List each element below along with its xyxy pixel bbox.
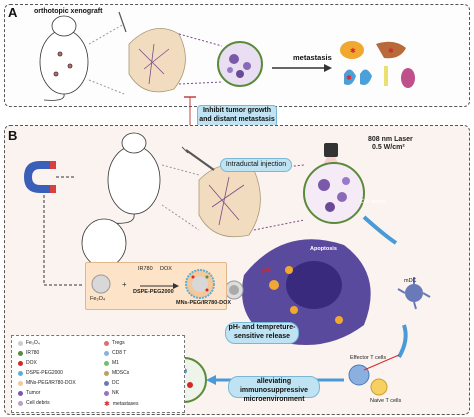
ir780-label: IR780: [138, 266, 153, 272]
nanoparticle-icon: [18, 380, 23, 386]
alleviating-label: alleviating immunosuppressive microenvir…: [228, 376, 320, 403]
product-label: MNs-PEG/IR780-DOX: [176, 300, 232, 306]
ir780-icon: [18, 350, 23, 356]
svg-text:✱: ✱: [350, 47, 356, 55]
tumor-icon: [217, 41, 263, 87]
ph-label: pH↓: [262, 268, 273, 274]
peg-icon: [18, 370, 23, 376]
legend-item: Tregs: [104, 340, 125, 346]
legend-item: M1: [104, 360, 119, 366]
legend-item: MDSCs: [104, 370, 129, 376]
cd8-t-icon: [104, 350, 109, 356]
fe3o4-core-icon: [91, 274, 111, 294]
organs-icon: ✱ ✱ ✱: [340, 41, 415, 88]
legend-item: IR780: [18, 350, 39, 356]
nanoparticle-icon: [224, 280, 244, 300]
magnet-icon: [24, 161, 56, 193]
legend-item: DSPE-PEG2000: [18, 370, 63, 376]
panel-a-letter: A: [8, 5, 18, 20]
apoptosis-label: Apoptosis: [310, 246, 337, 252]
injection-label: Intraductal injection: [220, 158, 292, 172]
peg-label: DSPE-PEG2000: [133, 289, 174, 295]
effector-label: Effector T cells: [350, 355, 387, 361]
legend-item: ✱metastases: [104, 401, 139, 408]
legend-item: Cell debris: [18, 400, 50, 406]
metastasis-label: metastasis: [293, 53, 332, 62]
t-cells-icon: [348, 354, 400, 396]
mouse-icon: [107, 132, 161, 224]
inhibit-label: Inhibit tumor growth and distant metasta…: [197, 105, 277, 127]
cancer-cell-icon: [242, 239, 371, 345]
tumor-icon: [303, 162, 365, 224]
mdc-icon: [397, 277, 431, 310]
cell-debris-icon: [18, 400, 23, 406]
legend-item: Tumor: [18, 390, 40, 396]
tissue-icon: [128, 27, 186, 93]
synthesis-illustration: +: [91, 269, 215, 299]
svg-text:+: +: [122, 280, 127, 289]
svg-text:✱: ✱: [346, 74, 352, 82]
svg-text:✱: ✱: [388, 47, 394, 55]
legend-item: MNs-PEG/IR780-DOX: [18, 380, 76, 386]
legend: Fe₃O₄ IR780 DOX DSPE-PEG2000 MNs-PEG/IR7…: [11, 335, 185, 413]
mdc-label: mDC: [404, 278, 417, 284]
laser-label: 808 nm Laser: [368, 136, 413, 143]
laser-power: 0.5 W/cm²: [372, 144, 405, 151]
m1-icon: [104, 360, 109, 366]
naive-label: Naive T cells: [370, 398, 402, 404]
panel-b-letter: B: [8, 128, 18, 143]
nk-icon: [104, 390, 109, 396]
model-label: orthotopic xenograft: [34, 8, 103, 15]
mouse-lower-icon: [81, 218, 127, 268]
mouse-icon: [39, 15, 89, 101]
legend-item: Fe₃O₄: [18, 340, 40, 346]
legend-item: NK: [104, 390, 119, 396]
mdscs-icon: [104, 370, 109, 376]
dc-icon: [104, 380, 109, 386]
legend-item: DC: [104, 380, 119, 386]
tumor-icon: [18, 390, 23, 396]
tregs-icon: [104, 340, 109, 346]
tissue-icon: [198, 164, 261, 238]
release-label: pH- and tempreture-sensitive release: [225, 322, 299, 344]
dox-icon: [18, 360, 23, 366]
metastases-icon: ✱: [104, 401, 110, 408]
fe3o4-icon: [18, 340, 23, 346]
core-label: Fe₃O₄: [90, 296, 106, 302]
inhibit-connector: [184, 96, 196, 128]
legend-item: CD8 T: [104, 350, 126, 356]
panel-a-illustration: ✱ ✱ ✱: [39, 11, 415, 101]
flow-arrow: [362, 215, 398, 245]
legend-item: DOX: [18, 360, 37, 366]
syringe-icon: [118, 11, 127, 33]
syringe-icon: [181, 146, 215, 171]
cell-debris-label: Cell debris: [360, 199, 386, 205]
dox-label: DOX: [160, 266, 172, 272]
product-nanoparticle-icon: [185, 269, 215, 299]
